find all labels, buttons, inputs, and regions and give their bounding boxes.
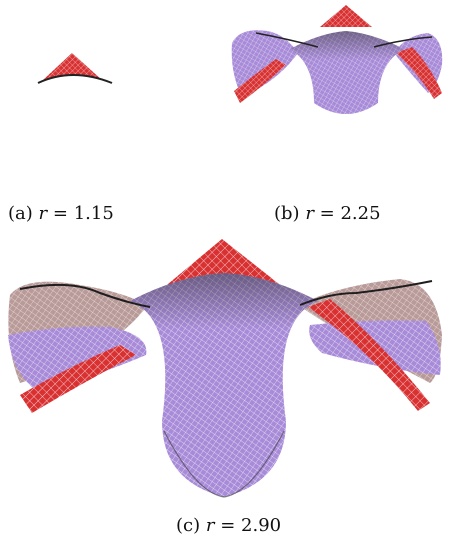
caption-a-label: (a) [8, 203, 33, 224]
panel-b-funnel-shade [290, 31, 404, 114]
panel-c-bottom-edge [163, 430, 285, 498]
panel-a-surface [30, 45, 120, 95]
panel-c-left-red [20, 345, 136, 413]
panel-b-surface [228, 3, 446, 123]
caption-a-equals: = [52, 203, 68, 224]
caption-c-variable: r [205, 515, 215, 536]
panel-c-funnel-shade [130, 273, 318, 497]
panel-c-dark-rim-left [19, 283, 151, 308]
panel-b-svg [231, 5, 443, 114]
caption-b-label: (b) [274, 203, 300, 224]
caption-a-variable: r [38, 203, 48, 224]
caption-c-equals: = [220, 515, 236, 536]
caption-c-value: 2.90 [241, 515, 282, 536]
panel-c-left-wing-front [8, 326, 147, 393]
caption-b-value: 2.25 [340, 203, 381, 224]
caption-a-value: 1.15 [73, 203, 114, 224]
caption-c: (c) r = 2.90 [176, 515, 281, 536]
panel-a-dark-rim [37, 74, 113, 84]
panel-c-surface [0, 235, 450, 505]
panel-c-dark-rim-right [299, 280, 433, 306]
caption-b-equals: = [319, 203, 335, 224]
panel-a-red-cap [43, 53, 102, 80]
panel-c-right-red [308, 299, 430, 411]
caption-b-variable: r [305, 203, 314, 224]
panel-b-left-red [234, 59, 286, 103]
panel-b-right-red [396, 47, 442, 99]
caption-c-label: (c) [176, 515, 201, 536]
panel-b-dark-rim [255, 32, 433, 48]
panel-a-svg [37, 53, 113, 84]
caption-a: (a) r = 1.15 [8, 203, 114, 224]
panel-b-red-top [320, 5, 372, 27]
caption-b: (b) r = 2.25 [274, 203, 381, 224]
panel-c-svg [8, 239, 442, 498]
